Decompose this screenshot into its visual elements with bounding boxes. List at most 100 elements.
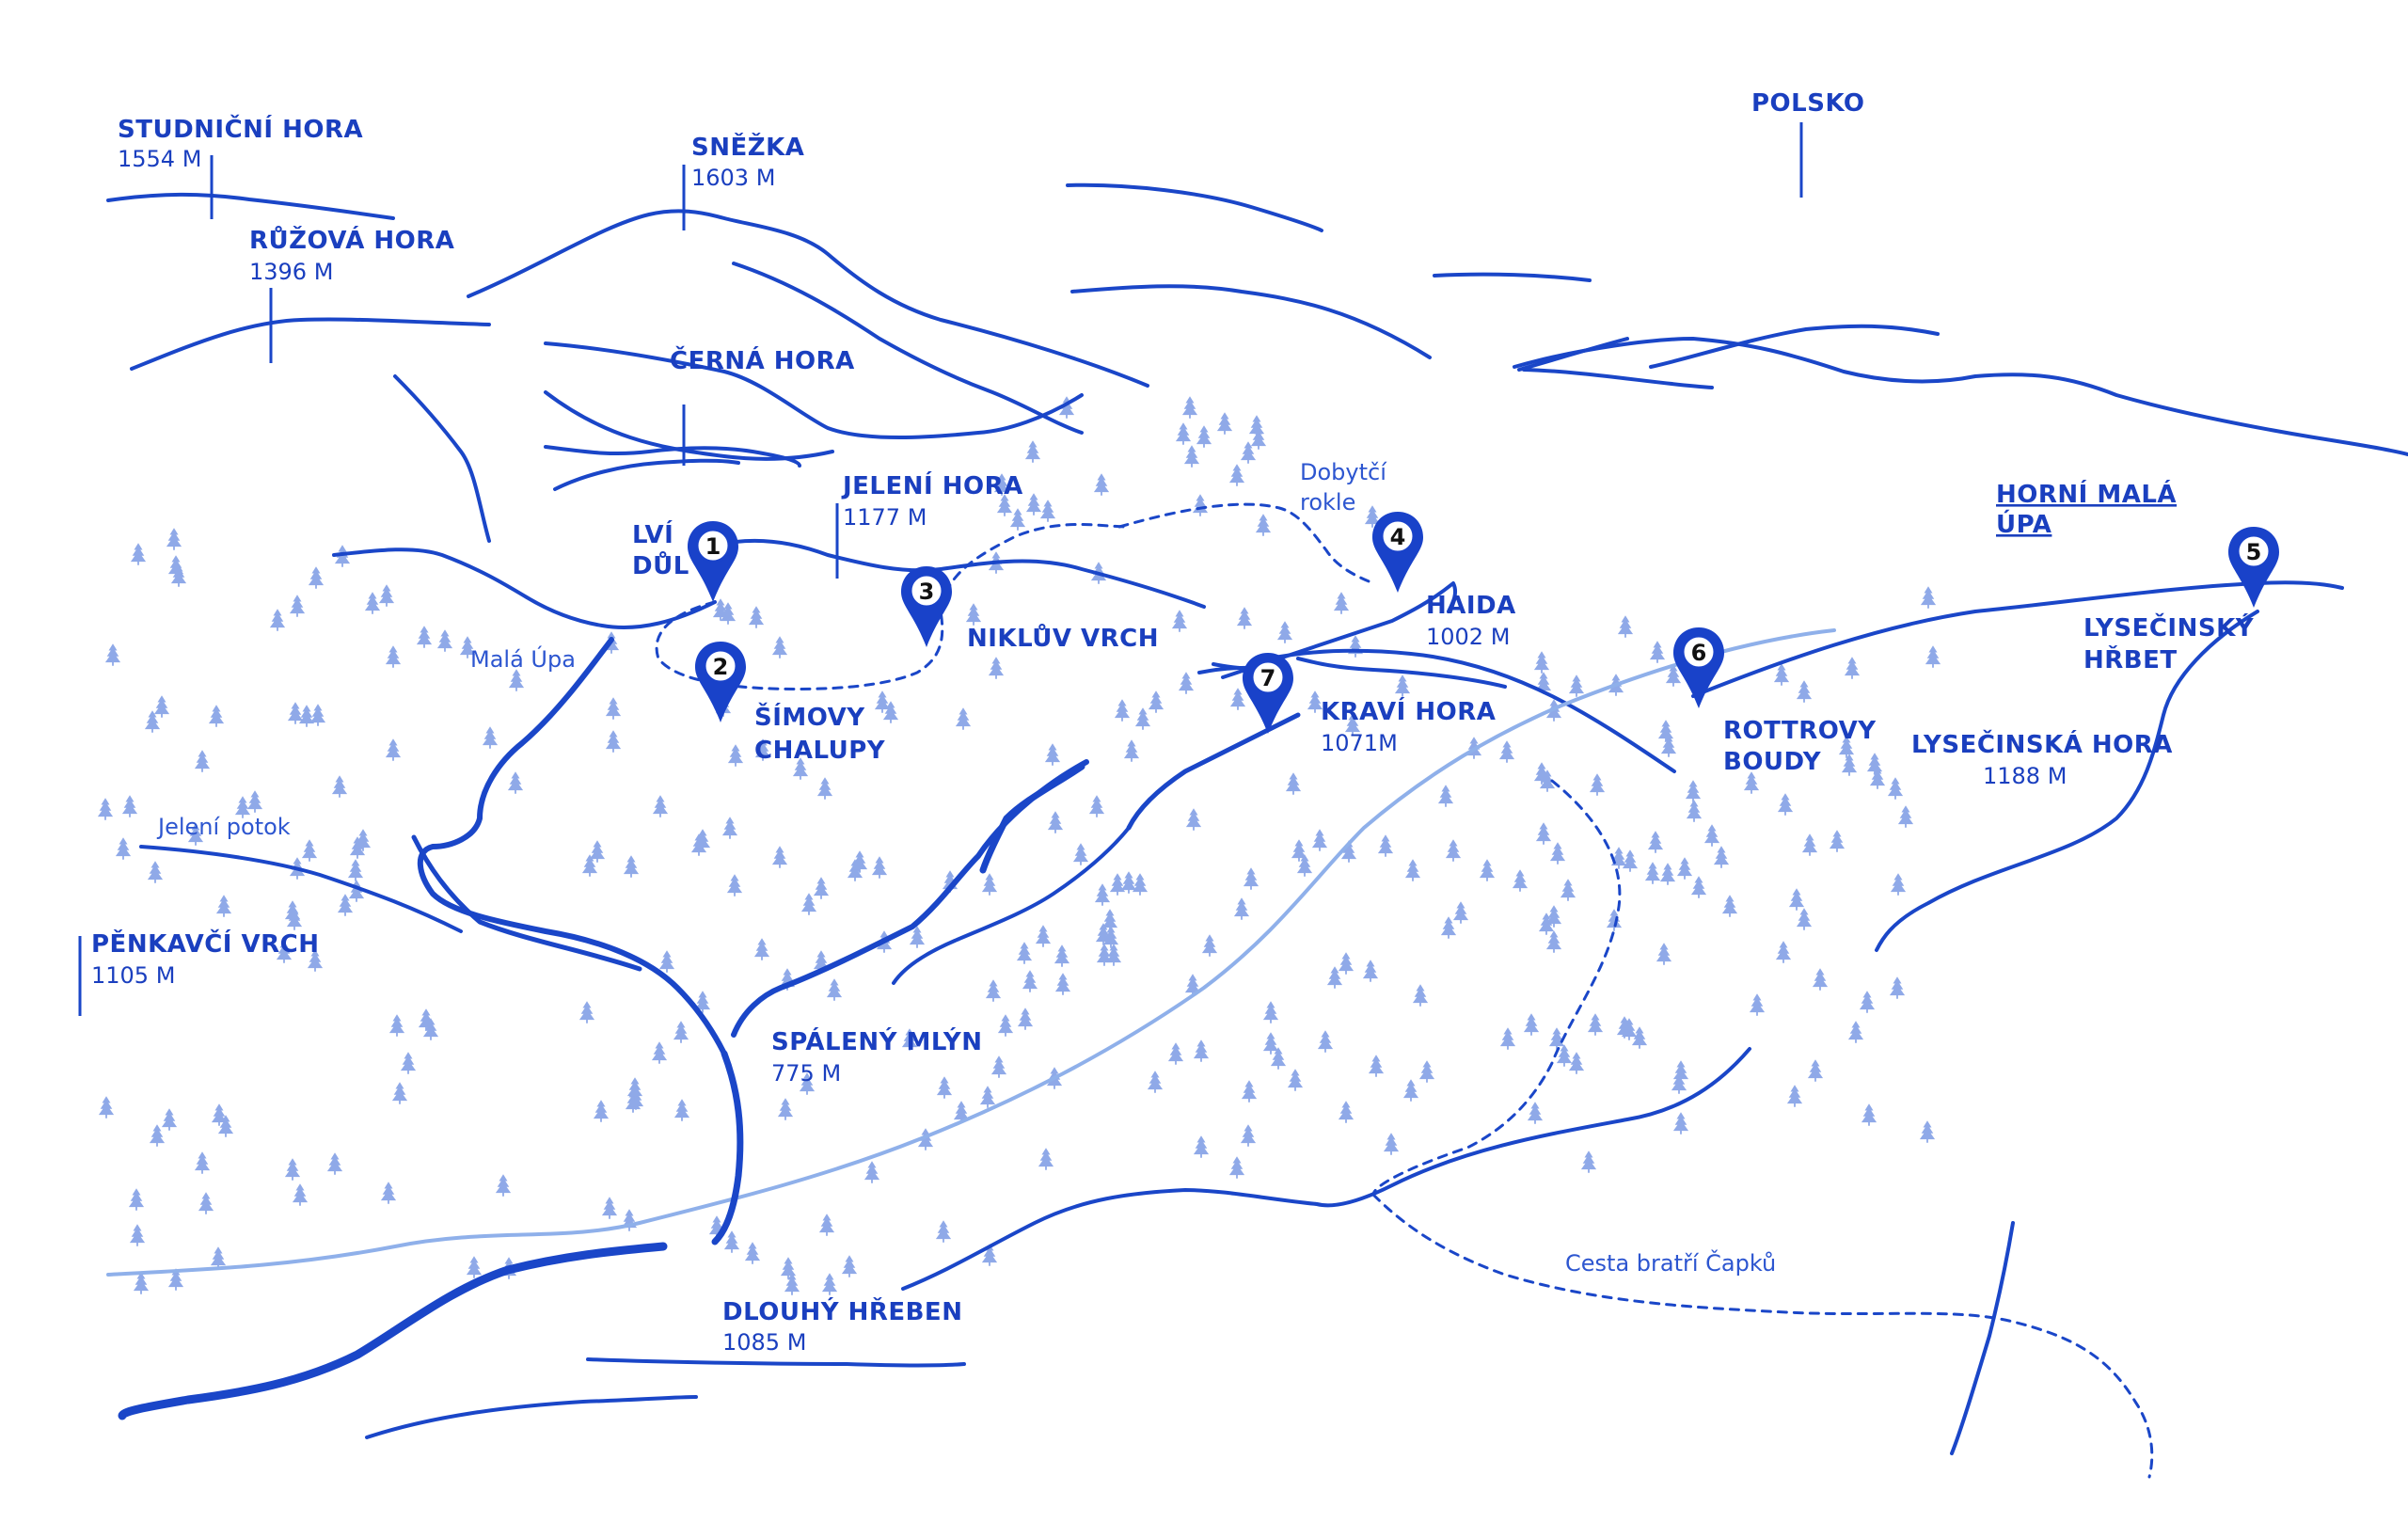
label-polsko: POLSKO xyxy=(1751,89,1865,118)
tree-icon xyxy=(1479,859,1496,881)
tree-icon xyxy=(1228,464,1245,486)
tree-icon xyxy=(771,636,788,658)
tree-icon xyxy=(871,856,888,879)
tree-icon xyxy=(1192,494,1209,516)
tree-icon xyxy=(133,1272,150,1294)
tree-icon xyxy=(1362,960,1379,982)
tree-icon xyxy=(1229,688,1246,710)
tree-icon xyxy=(1647,831,1664,853)
tree-icon xyxy=(1167,1042,1184,1065)
tree-icon xyxy=(1657,720,1674,742)
marker-pin-6[interactable]: 6 xyxy=(1671,626,1726,710)
tree-icon xyxy=(1009,508,1026,531)
label-cerna-hora: ČERNÁ HORA xyxy=(670,345,855,375)
tree-icon xyxy=(1676,857,1693,880)
tree-icon xyxy=(1276,621,1293,643)
tree-icon xyxy=(466,1256,483,1278)
tree-icon xyxy=(400,1052,417,1074)
tree-icon xyxy=(936,1076,953,1099)
tree-icon xyxy=(1527,1102,1544,1124)
tree-icon xyxy=(1404,859,1421,881)
marker-pin-7[interactable]: 7 xyxy=(1241,651,1295,736)
tree-icon xyxy=(308,566,325,589)
tree-icon xyxy=(385,738,402,761)
svg-text:1: 1 xyxy=(705,533,721,560)
tree-icon xyxy=(726,874,743,896)
marker-pin-1[interactable]: 1 xyxy=(686,519,740,604)
tree-icon xyxy=(1347,635,1364,658)
tree-icon xyxy=(1535,822,1552,845)
marker-pin-5[interactable]: 5 xyxy=(2226,525,2281,610)
rivers xyxy=(118,637,1301,1420)
tree-icon xyxy=(287,702,304,724)
tree-icon xyxy=(997,1014,1014,1037)
tree-icon xyxy=(1703,824,1720,847)
peak-ticks xyxy=(78,122,1803,1016)
tree-icon xyxy=(1377,834,1394,857)
tree-icon xyxy=(1178,672,1195,694)
tree-icon xyxy=(985,979,1002,1002)
tree-icon xyxy=(1088,795,1105,817)
tree-icon xyxy=(1054,973,1071,995)
tree-icon xyxy=(1255,514,1272,536)
tree-icon xyxy=(1801,833,1818,856)
tree-icon xyxy=(153,695,170,718)
marker-pin-3[interactable]: 3 xyxy=(899,564,954,649)
tree-icon xyxy=(1549,842,1566,865)
tree-icon xyxy=(1523,1013,1540,1036)
tree-icon xyxy=(723,1230,740,1253)
tree-icon xyxy=(1196,425,1212,448)
tree-icon xyxy=(1039,500,1056,522)
tree-icon xyxy=(1025,493,1042,516)
tree-icon xyxy=(1193,1039,1210,1062)
label-mala-upa: Malá Úpa xyxy=(470,644,576,673)
tree-icon xyxy=(1659,863,1676,885)
tree-icon xyxy=(1171,610,1188,632)
tree-icon xyxy=(1022,970,1038,992)
label-spaleny-mlyn: SPÁLENÝ MLÝN xyxy=(771,1026,982,1056)
tree-icon xyxy=(863,1161,880,1183)
tree-icon xyxy=(104,643,121,666)
tree-icon xyxy=(284,1158,301,1181)
label-niklov-vrch: NIKLŮV VRCH xyxy=(967,622,1159,653)
tree-icon xyxy=(198,1192,214,1214)
tree-icon xyxy=(1545,930,1562,953)
tree-icon xyxy=(1533,651,1550,674)
tree-icon xyxy=(210,1246,227,1269)
tree-icon xyxy=(979,1086,996,1108)
label-horni-mala-upa-1: HORNÍ MALÁ xyxy=(1996,479,2177,509)
tree-icon xyxy=(1686,800,1703,822)
elev-kravi-hora: 1071M xyxy=(1321,730,1398,756)
tree-icon xyxy=(1054,944,1070,967)
tree-icon xyxy=(1685,780,1702,802)
tree-icon xyxy=(246,790,263,813)
tree-icon xyxy=(130,543,147,565)
tree-icon xyxy=(1656,943,1672,965)
tree-icon xyxy=(1262,1001,1279,1023)
marker-pin-4[interactable]: 4 xyxy=(1370,510,1425,595)
tree-icon xyxy=(1617,615,1634,638)
marker-pin-2[interactable]: 2 xyxy=(693,640,748,724)
tree-icon xyxy=(347,859,364,881)
label-snezka: SNĚŽKA xyxy=(691,132,804,162)
svg-text:4: 4 xyxy=(1390,524,1406,550)
tree-icon xyxy=(98,1096,115,1118)
tree-icon xyxy=(1123,739,1140,762)
tree-icon xyxy=(981,873,998,896)
label-simovy-chalupy-2: CHALUPY xyxy=(754,737,886,765)
road xyxy=(106,628,1836,1277)
tree-icon xyxy=(1236,607,1253,629)
tree-icon xyxy=(1775,941,1792,963)
label-lysecinsky-hrbet-1: LYSEČINSKÝ xyxy=(2083,612,2255,643)
tree-icon xyxy=(1233,897,1250,920)
tree-icon xyxy=(1394,674,1411,697)
tree-icon xyxy=(1338,952,1354,975)
tree-icon xyxy=(816,777,833,800)
tree-icon xyxy=(378,584,395,607)
tree-icon xyxy=(1622,849,1639,872)
tree-icon xyxy=(331,775,348,798)
tree-icon xyxy=(1132,873,1149,896)
tree-icon xyxy=(1841,754,1858,776)
tree-icon xyxy=(623,855,640,878)
